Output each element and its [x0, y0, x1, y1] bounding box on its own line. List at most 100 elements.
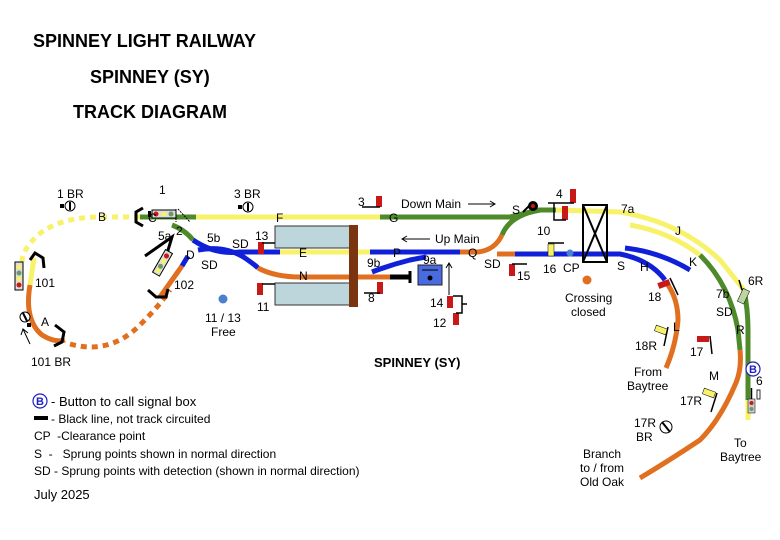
label-signal-6r: 6R	[748, 274, 764, 288]
label-l: L	[673, 320, 680, 334]
signal-17[interactable]	[697, 335, 713, 355]
label-signal-1: 1	[159, 183, 166, 197]
signal-3[interactable]	[362, 196, 382, 208]
label-signal-18r: 18R	[635, 339, 657, 353]
signal-s-shunt[interactable]	[522, 201, 538, 213]
label-from-baytree-1: From	[634, 365, 662, 379]
label-signal-4: 4	[556, 187, 563, 201]
legend-black-line: - Black line, not track circuited	[51, 412, 211, 426]
track-h	[624, 245, 692, 273]
track-a-dotted	[69, 288, 173, 350]
label-signal-17rbr-2: BR	[636, 430, 653, 444]
signal-16[interactable]	[547, 242, 564, 257]
signal-6r[interactable]	[736, 279, 750, 305]
signal-17r[interactable]	[702, 387, 718, 413]
label-point-5a: 5a	[158, 229, 172, 243]
legend-cp: CP -Clearance point	[34, 429, 146, 443]
label-signal-6: 6	[756, 374, 763, 388]
signal-18r[interactable]	[654, 324, 669, 347]
track-m	[638, 349, 743, 481]
track-102	[157, 264, 185, 299]
label-sd-k: SD	[716, 305, 733, 319]
route-indicator-2	[175, 208, 191, 223]
label-point-5b: 5b	[207, 231, 221, 245]
label-r: R	[736, 323, 745, 337]
title-diagram: TRACK DIAGRAM	[73, 102, 227, 122]
signal-101br[interactable]	[19, 311, 31, 327]
track-cp-blue	[515, 251, 667, 282]
label-c: C	[148, 211, 157, 225]
label-a: A	[41, 315, 49, 329]
signal-12[interactable]	[453, 295, 467, 325]
platform-upper	[274, 225, 351, 249]
signal-101[interactable]	[14, 261, 24, 291]
bridge	[349, 225, 358, 307]
signal-17rbr[interactable]	[659, 420, 673, 434]
label-signal-10: 10	[537, 224, 551, 238]
signal-8[interactable]	[364, 282, 383, 294]
signal-10[interactable]	[553, 203, 568, 221]
label-crossing-1: Crossing	[565, 291, 612, 305]
label-signal-17rbr-1: 17R	[634, 416, 656, 430]
label-f: F	[276, 211, 283, 225]
direction-arrows	[20, 200, 496, 345]
label-point-7b: 7b	[716, 287, 730, 301]
label-point-7a: 7a	[621, 202, 635, 216]
legend-s: S - Sprung points shown in normal direct…	[34, 447, 277, 461]
legend-button: - Button to call signal box	[51, 394, 197, 409]
call-signal-box-button[interactable]: B	[745, 361, 761, 377]
label-signal-101: 101	[35, 276, 55, 290]
label-b: B	[98, 210, 106, 224]
label-free-1: 11 / 13	[205, 311, 241, 325]
signal-13[interactable]	[258, 242, 275, 254]
track-a	[26, 284, 66, 344]
label-signal-101br: 101 BR	[31, 355, 71, 369]
track-j	[629, 222, 702, 257]
signal-1br[interactable]	[60, 200, 76, 212]
label-k: K	[689, 255, 697, 269]
legend-button-icon: B	[32, 393, 48, 409]
label-signal-15: 15	[517, 269, 531, 283]
button-letter: B	[749, 364, 757, 376]
label-signal-17: 17	[690, 345, 704, 359]
label-branch-3: Old Oak	[580, 475, 625, 489]
label-cp: CP	[563, 261, 580, 275]
label-signal-11: 11	[257, 300, 270, 314]
label-point-9a: 9a	[423, 253, 437, 267]
label-signal-3br: 3 BR	[234, 187, 261, 201]
label-signal-13: 13	[255, 229, 269, 243]
label-signal-16: 16	[543, 262, 557, 276]
track-k	[698, 253, 743, 351]
label-d: D	[186, 248, 195, 262]
label-branch-1: Branch	[583, 447, 621, 461]
signal-11[interactable]	[257, 283, 275, 295]
label-sd-d: SD	[201, 258, 218, 272]
track-s-green	[499, 207, 556, 237]
label-signal-14: 14	[430, 296, 444, 310]
signal-3br[interactable]	[238, 201, 254, 213]
ground-frame-dot	[427, 275, 433, 281]
label-q: Q	[468, 246, 477, 260]
track-d-blue-stub	[179, 254, 191, 268]
signal-18[interactable]	[657, 277, 679, 296]
signal-102[interactable]	[151, 248, 174, 277]
label-point-9b: 9b	[367, 256, 381, 270]
signal-15[interactable]	[509, 263, 527, 276]
label-point-2: 2	[176, 224, 183, 238]
label-from-baytree-2: Baytree	[627, 379, 669, 393]
track-7a	[555, 207, 746, 292]
label-g: G	[389, 211, 398, 225]
title-railway: SPINNEY LIGHT RAILWAY	[33, 31, 257, 51]
signal-4[interactable]	[548, 189, 576, 204]
signal-6[interactable]	[747, 388, 761, 414]
track-5a	[171, 222, 195, 242]
label-signal-12: 12	[433, 316, 447, 330]
legend-sd: SD - Sprung points with detection (shown…	[34, 464, 360, 478]
label-free-2: Free	[211, 325, 236, 339]
signal-14[interactable]	[447, 296, 453, 308]
label-crossing-2: closed	[571, 305, 606, 319]
level-crossing	[582, 204, 608, 263]
label-branch-2: to / from	[580, 461, 624, 475]
label-s-upper: S	[512, 203, 520, 217]
label-h: H	[640, 260, 649, 274]
